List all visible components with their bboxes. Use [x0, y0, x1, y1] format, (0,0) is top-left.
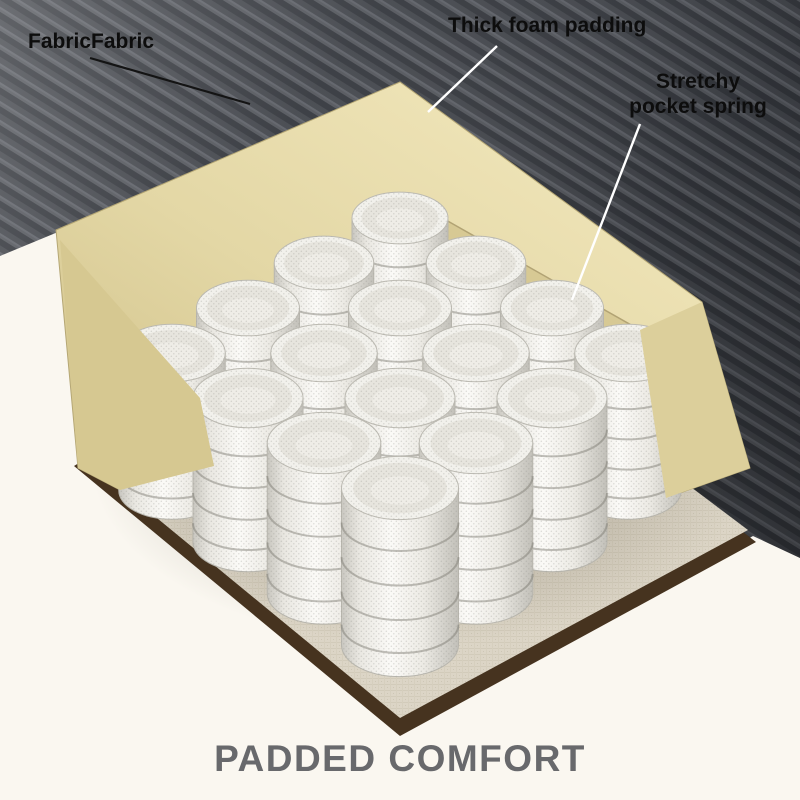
leader-line-spring	[570, 123, 642, 301]
leader-line-fabric	[89, 56, 251, 106]
leader-line-foam	[427, 45, 498, 113]
label-fabric: FabricFabric	[28, 30, 155, 53]
caption-padded-comfort: PADDED COMFORT	[214, 738, 586, 779]
label-pocket-spring-line2: pocket spring	[629, 94, 767, 118]
label-pocket-spring-line1: Stretchy	[655, 70, 741, 93]
pocket-spring	[340, 455, 460, 678]
foam-cut-face-right	[640, 302, 750, 498]
foam-corner-front	[60, 240, 214, 490]
label-foam-padding: Thick foam padding	[448, 14, 647, 37]
label-pocket-spring: Stretchy pocket spring	[612, 70, 784, 120]
